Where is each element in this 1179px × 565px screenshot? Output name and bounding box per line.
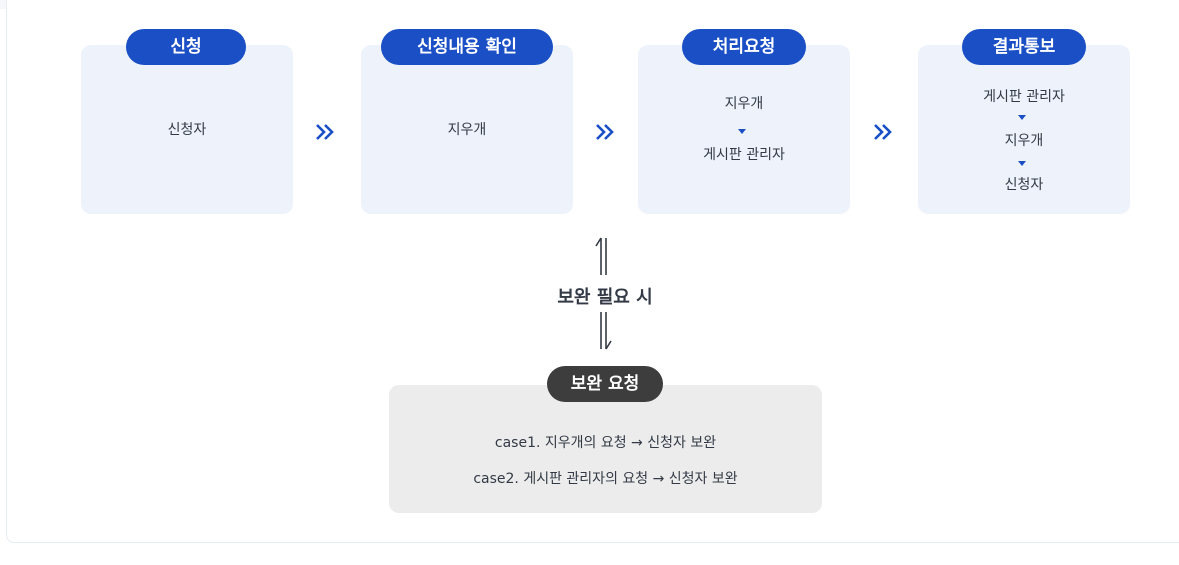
step-process-line-1: 지우개	[724, 96, 764, 112]
supplement-request-box	[389, 385, 822, 513]
step-process-card: 지우개 게시판 관리자	[638, 45, 850, 214]
chevron-right-icon	[316, 124, 334, 140]
step-result-line-1: 게시판 관리자	[983, 89, 1065, 105]
case-1-text: case1. 지우개의 요청 → 신청자 보완	[494, 435, 717, 451]
step-review-line-1: 지우개	[447, 122, 487, 138]
down-arrow-icon	[600, 312, 612, 350]
case-2-text: case2. 게시판 관리자의 요청 → 신청자 보완	[473, 471, 738, 487]
supplement-request-title: 보완 요청	[547, 366, 663, 402]
up-arrow-icon	[595, 237, 607, 275]
step-result-line-2: 지우개	[1004, 133, 1044, 149]
step-review-title: 신청내용 확인	[381, 29, 553, 65]
step-apply-card: 신청자	[81, 45, 293, 214]
step-result-card: 게시판 관리자 지우개 신청자	[918, 45, 1130, 214]
step-apply-title: 신청	[126, 29, 246, 65]
step-result-title: 결과통보	[962, 29, 1086, 65]
supplement-needed-label: 보완 필요 시	[557, 287, 653, 308]
step-apply-line-1: 신청자	[167, 122, 207, 138]
chevron-right-icon	[596, 124, 614, 140]
step-result-line-3: 신청자	[1004, 177, 1044, 193]
step-review-card: 지우개	[361, 45, 573, 214]
step-process-line-2: 게시판 관리자	[703, 147, 785, 163]
down-triangle-icon	[1018, 161, 1026, 166]
chevron-right-icon	[874, 124, 892, 140]
down-triangle-icon	[738, 129, 746, 134]
step-process-title: 처리요청	[682, 29, 806, 65]
down-triangle-icon	[1018, 115, 1026, 120]
